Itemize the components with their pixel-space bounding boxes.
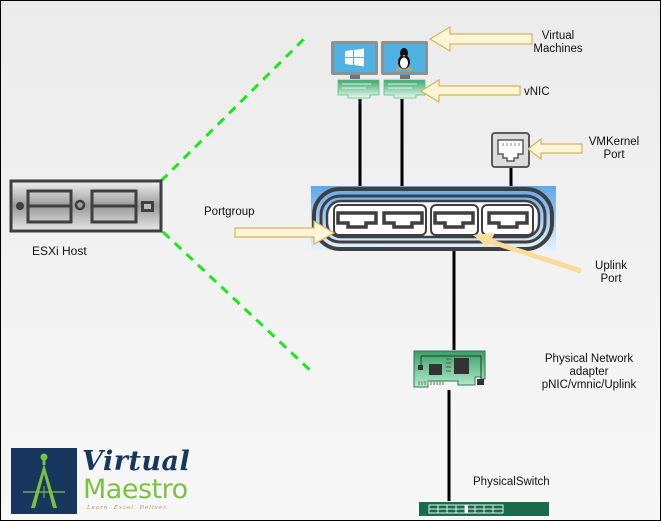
arrow-vnic	[419, 78, 521, 104]
vnic-label: vNIC	[524, 86, 550, 98]
physical-switch-icon[interactable]	[419, 502, 549, 516]
logo-emblem	[11, 448, 77, 514]
connections	[358, 99, 513, 501]
portgroup-label: Portgroup	[204, 206, 255, 218]
arrow-uplink-head	[473, 233, 495, 247]
uplink-port[interactable]	[430, 204, 479, 236]
logo-text-virtual: Virtual	[82, 446, 191, 477]
nic-card-icon[interactable]	[383, 79, 426, 99]
uplink-port-label-line2: Port	[600, 273, 622, 285]
vmkernel-port-label-line2: Port	[603, 149, 625, 161]
arrow-portgroup	[234, 219, 336, 246]
virtual-machines-label-line1: Virtual	[541, 30, 575, 42]
ethernet-port-icon[interactable]	[491, 132, 530, 168]
physical-switch-label: PhysicalSwitch	[473, 476, 550, 488]
physical-nic-label-line3: pNIC/vmnic/Uplink	[541, 379, 637, 391]
physical-nic-label: Physical Network adapter pNIC/vmnic/Upli…	[534, 353, 644, 392]
virtual-maestro-logo: Virtual Maestro Learn. Excel. Deliver.	[11, 446, 195, 514]
server-icon[interactable]	[9, 179, 163, 233]
physical-nic-label-line1: Physical Network	[544, 353, 634, 365]
linux-monitor-icon[interactable]	[381, 41, 428, 79]
windows-monitor-icon[interactable]	[331, 41, 378, 79]
nic-card-icon[interactable]	[337, 79, 380, 99]
logo-tagline: Learn. Excel. Deliver.	[87, 505, 169, 511]
esxi-host-label: ESXi Host	[32, 244, 87, 258]
uplink-port-label: Uplink Port	[586, 260, 636, 286]
virtual-switch[interactable]	[311, 186, 556, 251]
arrow-virtual-machines	[428, 25, 533, 53]
vmkernel-port-label: VMKernel Port	[584, 136, 644, 162]
portgroup-box[interactable]	[333, 204, 427, 236]
nic-card-icon[interactable]	[413, 350, 486, 388]
zoom-line-bottom	[161, 230, 314, 374]
physical-nic-label-line2: adapter	[569, 366, 609, 378]
vmkernel-port-label-line1: VMKernel	[588, 136, 640, 148]
zoom-line-top	[159, 33, 310, 183]
virtual-machines-label-line2: Machines	[533, 43, 583, 55]
arrow-uplink-shaft	[488, 238, 582, 274]
compass-icon	[23, 453, 65, 508]
logo-text-maestro: Maestro	[83, 474, 188, 505]
uplink-port-label-line1: Uplink	[595, 260, 627, 272]
virtual-machines-label: Virtual Machines	[528, 30, 588, 56]
callout-arrows	[234, 25, 583, 274]
zoom-lines	[159, 33, 314, 374]
arrow-vmkernel	[527, 137, 583, 161]
